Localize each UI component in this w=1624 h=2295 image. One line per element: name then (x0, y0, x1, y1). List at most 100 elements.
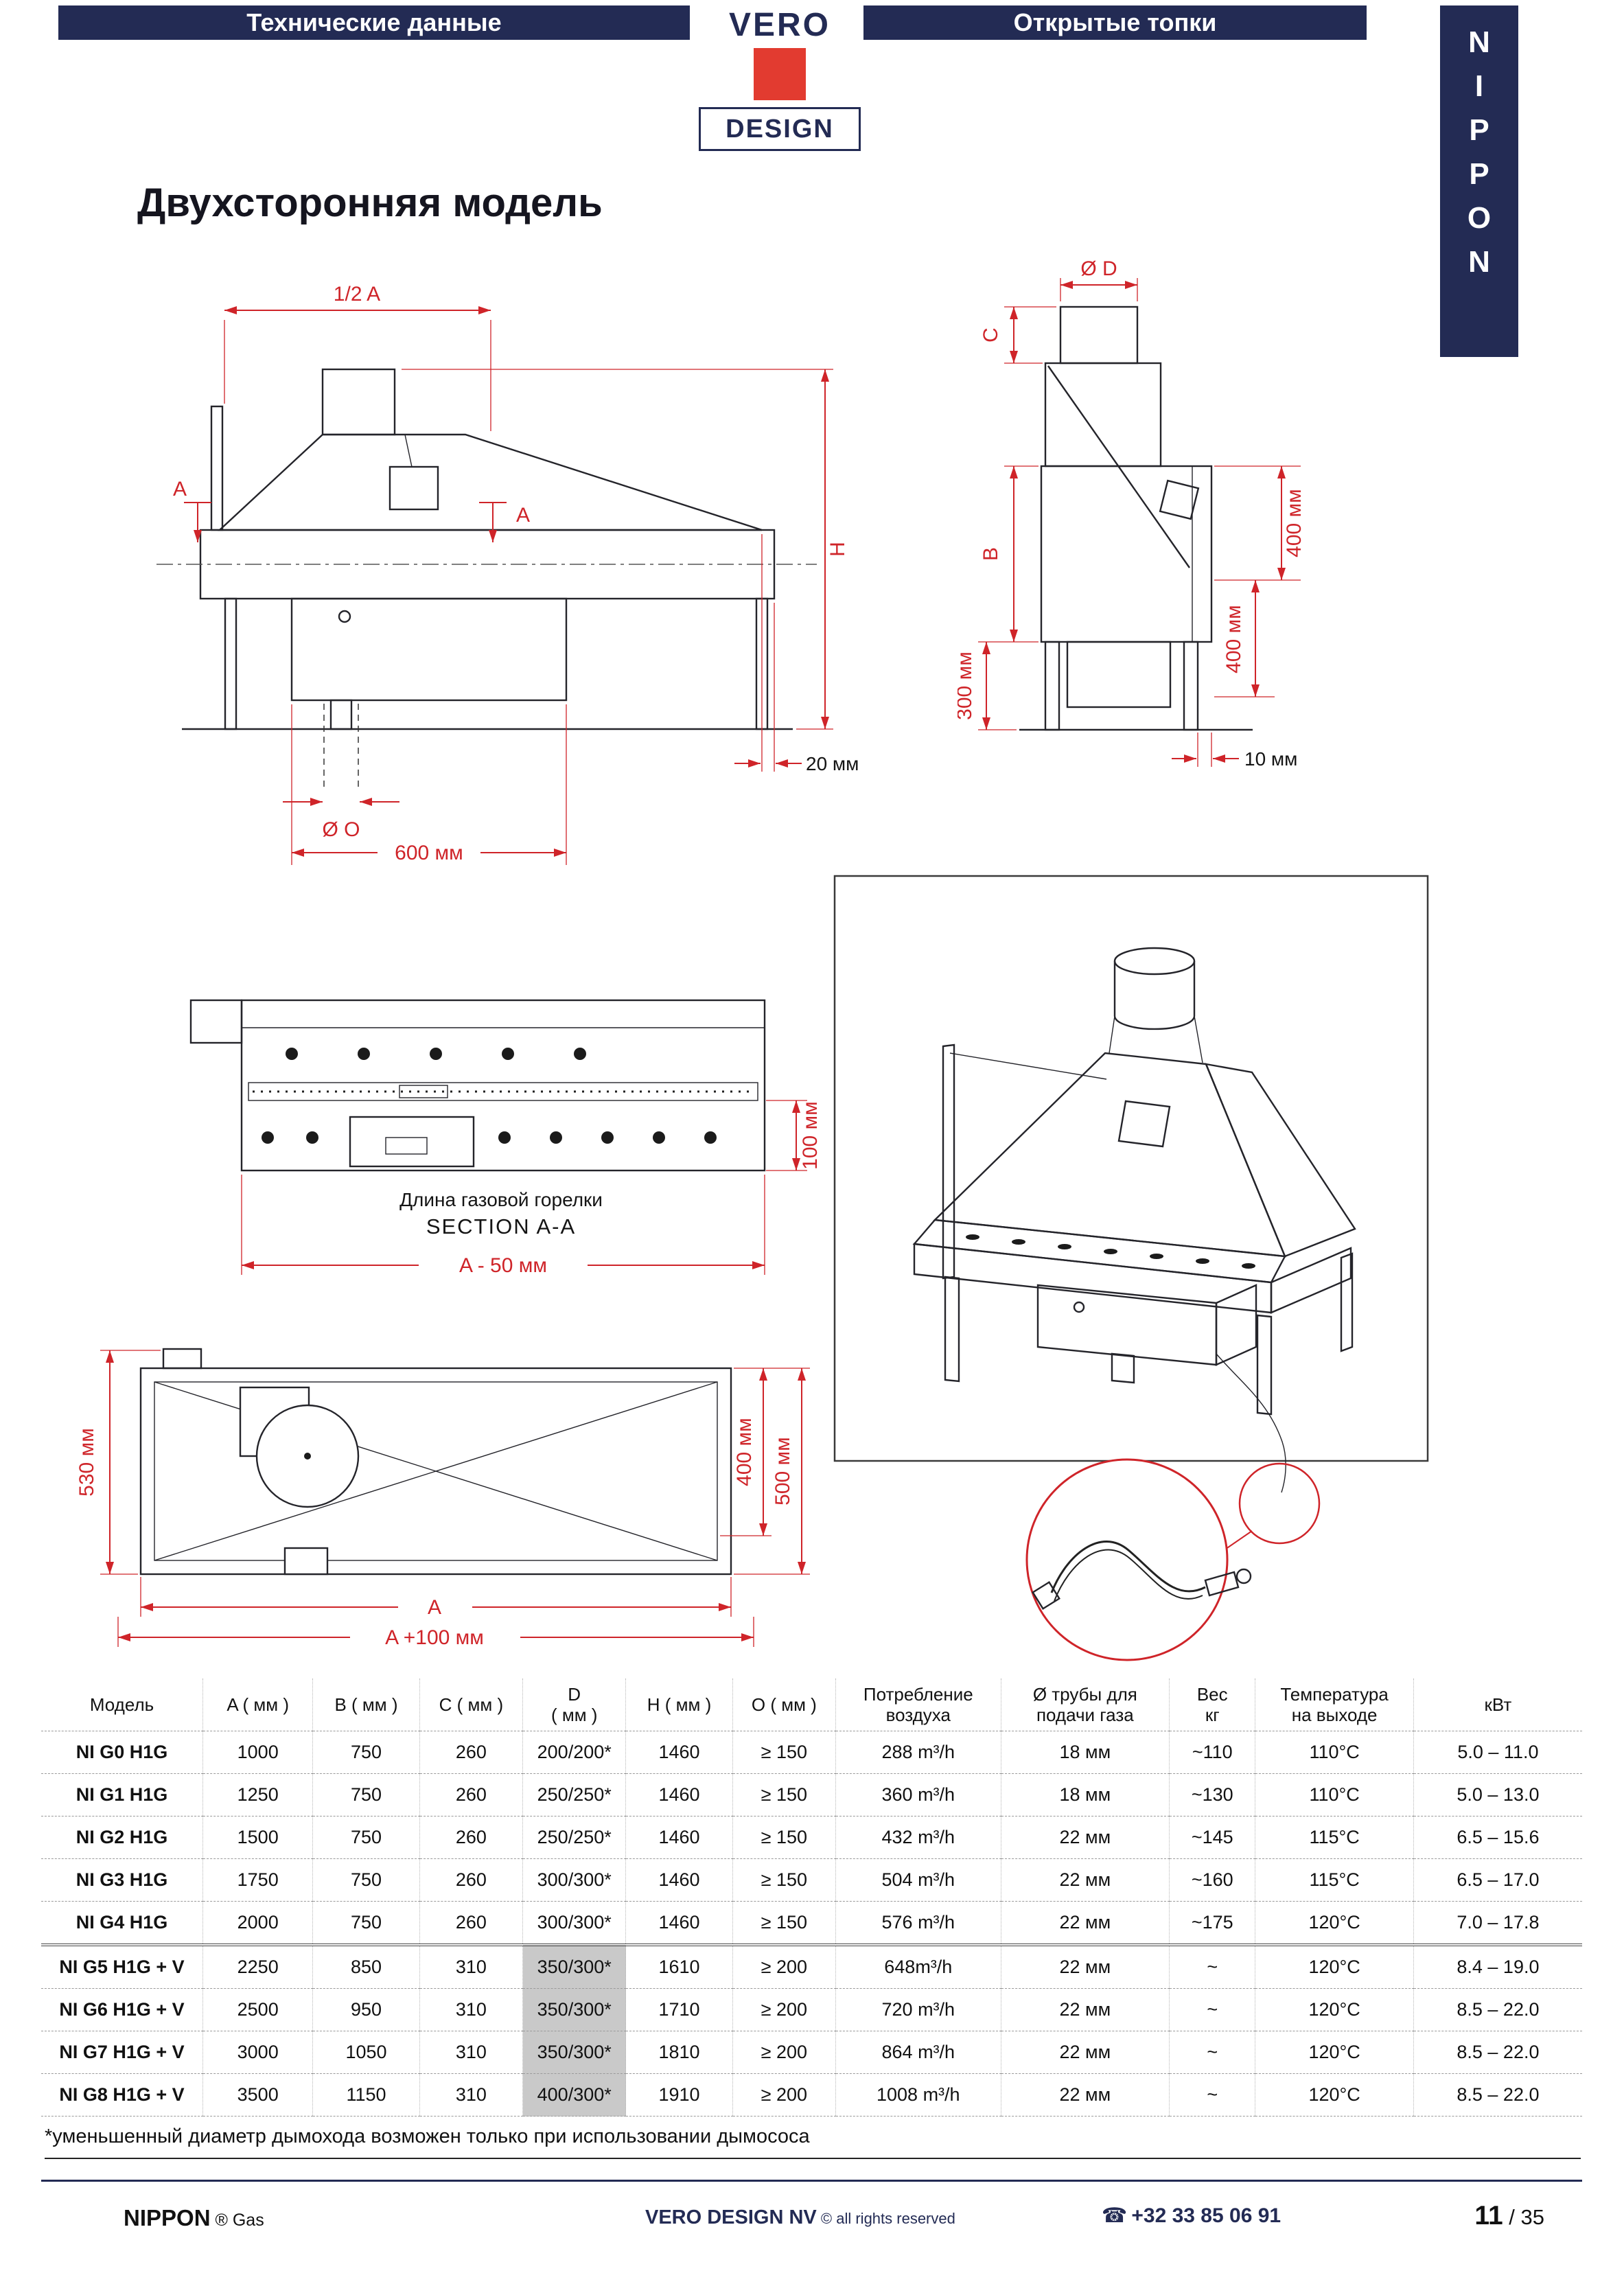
spec-cell: 6.5 – 17.0 (1413, 1858, 1582, 1902)
section-marker-a-left: A (173, 478, 187, 500)
column-header-a: A ( мм ) (202, 1679, 314, 1731)
spec-cell: 1710 (625, 1988, 733, 2031)
column-header-kw: кВт (1413, 1679, 1582, 1731)
spec-cell: 300/300* (522, 1858, 627, 1902)
spec-cell: 360 m³/h (835, 1773, 1001, 1817)
column-header-temp: Температура на выходе (1255, 1679, 1414, 1731)
nippon-letter: P (1469, 113, 1489, 147)
spec-cell: 432 m³/h (835, 1816, 1001, 1859)
dim-label-10mm: 10 мм (1244, 748, 1297, 770)
column-header-d: D ( мм ) (522, 1679, 627, 1731)
spec-cell: ≥ 200 (732, 1988, 837, 2031)
spec-cell: ≥ 150 (732, 1858, 837, 1902)
spec-cell: ~130 (1169, 1773, 1256, 1817)
table-row: NI G7 H1G + V 3000 1050 310 350/300* 181… (41, 2031, 1582, 2074)
spec-cell: 260 (419, 1858, 524, 1902)
section-marker-a-right: A (516, 504, 530, 527)
side-view-dimensions: Ø D C B 300 мм 400 мм 400 мм 10 (958, 257, 1306, 770)
spec-cell: ≥ 150 (732, 1731, 837, 1774)
section-geometry (189, 999, 766, 1172)
nippon-letter: I (1474, 69, 1484, 103)
table-footnote: *уменьшенный диаметр дымохода возможен т… (45, 2125, 1581, 2159)
spec-cell: ≥ 200 (732, 2073, 837, 2117)
spec-cell: 115°C (1255, 1858, 1414, 1902)
gas-connection-callout-small (1238, 1462, 1321, 1545)
spec-cell: 1460 (625, 1901, 733, 1946)
header-row: Модель A ( мм ) B ( мм ) C ( мм ) D ( мм… (41, 1679, 1582, 1731)
spec-cell: 1150 (312, 2073, 420, 2117)
isometric-geometry (912, 947, 1356, 1493)
column-header-h: H ( мм ) (625, 1679, 733, 1731)
spec-cell: 864 m³/h (835, 2031, 1001, 2074)
dim-label-400mm: 400 мм (733, 1418, 756, 1486)
spec-cell: ≥ 150 (732, 1773, 837, 1817)
spec-cell: 260 (419, 1901, 524, 1946)
spec-cell: 310 (419, 1945, 524, 1989)
spec-cell: 250/250* (522, 1773, 627, 1817)
footer-phone: ☎+32 33 85 06 91 (1102, 2204, 1281, 2228)
column-header-c: C ( мм ) (419, 1679, 524, 1731)
table-row: NI G5 H1G + V 2250 850 310 350/300* 1610… (41, 1945, 1582, 1989)
top-view-drawing: 530 мм 400 мм 500 мм A A +100 мм (76, 1348, 810, 1649)
header-banner-left: Технические данные (58, 5, 690, 40)
spec-cell: 310 (419, 2031, 524, 2074)
page-number-total: / 35 (1509, 2205, 1544, 2229)
spec-cell: 1460 (625, 1773, 733, 1817)
logo-design-text: DESIGN (699, 107, 861, 151)
spec-cell: ~ (1169, 2073, 1256, 2117)
spec-cell: 260 (419, 1773, 524, 1817)
spec-cell: 400/300* (522, 2073, 627, 2117)
spec-cell: 120°C (1255, 2031, 1414, 2074)
spec-cell: 260 (419, 1816, 524, 1859)
spec-cell: 750 (312, 1731, 420, 1774)
model-cell: NI G4 H1G (41, 1901, 204, 1946)
spec-cell: ≥ 200 (732, 2031, 837, 2074)
dim-label-300mm: 300 мм (958, 651, 976, 720)
spec-table: Модель A ( мм ) B ( мм ) C ( мм ) D ( мм… (41, 1679, 1582, 2117)
spec-cell: 1910 (625, 2073, 733, 2117)
spec-cell: 5.0 – 13.0 (1413, 1773, 1582, 1817)
spec-cell: 1610 (625, 1945, 733, 1989)
spec-cell: 300/300* (522, 1901, 627, 1946)
column-header-b: B ( мм ) (312, 1679, 420, 1731)
column-header-weight: Вес кг (1169, 1679, 1256, 1731)
dim-label-b: B (979, 547, 1002, 561)
dim-label-a-plus-100: A +100 мм (385, 1626, 484, 1649)
spec-cell: ~160 (1169, 1858, 1256, 1902)
spec-cell: 18 мм (1001, 1773, 1170, 1817)
spec-cell: 750 (312, 1773, 420, 1817)
spec-cell: 310 (419, 1988, 524, 2031)
spec-cell: 350/300* (522, 2031, 627, 2074)
footer-company-name: VERO DESIGN NV (645, 2206, 817, 2228)
footer-rights: © all rights reserved (820, 2210, 955, 2227)
spec-cell: 8.5 – 22.0 (1413, 1988, 1582, 2031)
spec-cell: 850 (312, 1945, 420, 1989)
footer-brand-suffix: ® Gas (215, 2211, 264, 2230)
spec-cell: 3000 (202, 2031, 314, 2074)
isometric-view-drawing (833, 875, 1429, 1661)
spec-cell: 1000 (202, 1731, 314, 1774)
spec-cell: 5.0 – 11.0 (1413, 1731, 1582, 1774)
spec-cell: 504 m³/h (835, 1858, 1001, 1902)
spec-cell: 22 мм (1001, 1901, 1170, 1946)
spec-cell: 750 (312, 1816, 420, 1859)
spec-cell: 1008 m³/h (835, 2073, 1001, 2117)
table-row: NI G8 H1G + V 3500 1150 310 400/300* 191… (41, 2073, 1582, 2117)
footer-phone-number: +32 33 85 06 91 (1131, 2204, 1281, 2227)
front-view-drawing: 1/2 A A A H 20 мм Ø O 600 мм (156, 283, 858, 865)
spec-cell: ≥ 150 (732, 1816, 837, 1859)
dim-label-100mm: 100 мм (799, 1101, 822, 1170)
spec-cell: 22 мм (1001, 2073, 1170, 2117)
logo-red-square-icon (754, 48, 806, 100)
logo-vero-text: VERO (728, 7, 831, 43)
section-aa-drawing: 100 мм Длина газовой горелки SECTION A-A… (189, 999, 822, 1277)
front-view-geometry (156, 368, 817, 791)
dim-label-a-minus-50: A - 50 мм (459, 1254, 547, 1277)
spec-cell: 1250 (202, 1773, 314, 1817)
spec-cell: ~175 (1169, 1901, 1256, 1946)
column-header-air: Потребление воздуха (835, 1679, 1001, 1731)
table-row: NI G1 H1G 1250 750 260 250/250* 1460 ≥ 1… (41, 1773, 1582, 1817)
gas-connection-callout-large (1025, 1458, 1229, 1661)
page-indicator: 11 / 35 (1474, 2201, 1544, 2231)
